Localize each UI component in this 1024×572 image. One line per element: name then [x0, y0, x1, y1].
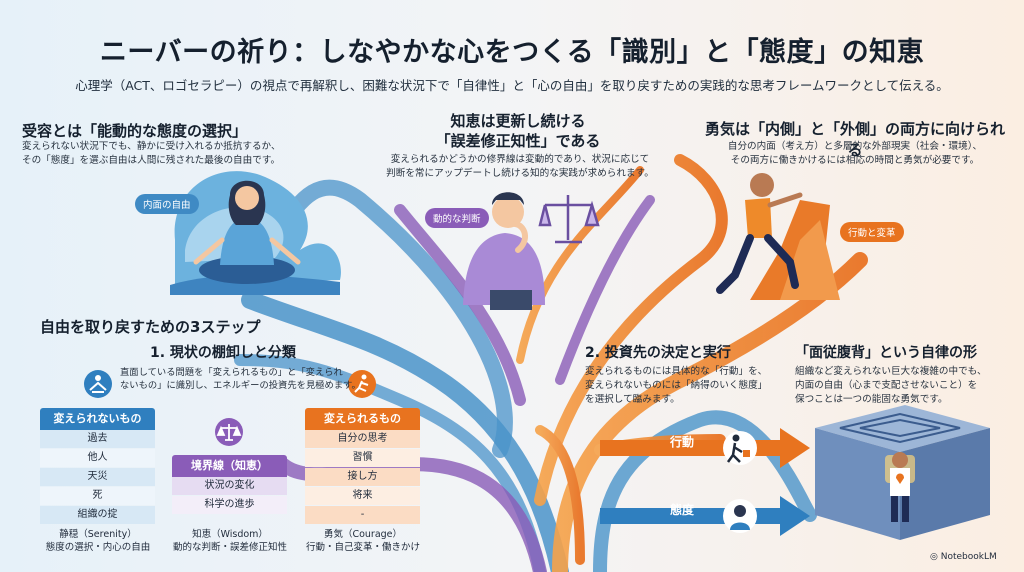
- wisdom-caption-line: 動的な判断・誤差修正知性: [172, 542, 287, 554]
- courage-caption: 勇気（Courage） 行動・自己変革・働きかけ: [293, 528, 433, 555]
- wisdom-caption: 知恵（Wisdom） 動的な判断・誤差修正知性: [160, 528, 300, 555]
- action-arrow: [600, 428, 810, 468]
- action-change-pill: 行動と変革: [840, 222, 904, 242]
- acceptance-body: 変えられない状況下でも、静かに受け入れるか抵抗するか、 その「態度」を選ぶ自由は…: [22, 140, 281, 168]
- serenity-caption: 静穏（Serenity） 態度の選択・内心の自由: [28, 528, 168, 555]
- serenity-caption-line: 静穏（Serenity）: [59, 529, 137, 540]
- step1-heading: 1. 現状の棚卸しと分類: [150, 345, 296, 361]
- step3-body-line: 組織など変えられない巨大な複雑の中でも、: [795, 366, 987, 377]
- step3-body-line: 保つことは一つの能固な勇気です。: [795, 393, 948, 405]
- scale-illustration: [538, 195, 600, 244]
- wisdom-body-line: 判断を常にアップデートし続ける知的な実践が求められます。: [386, 167, 654, 179]
- page-subtitle: 心理学（ACT、ロゴセラピー）の視点で再解釈し、困難な状況下で「自律性」と「心の…: [75, 78, 949, 93]
- brand-text: NotebookLM: [940, 552, 997, 562]
- courage-body: 自分の内面（考え方）と多層的な外部現実（社会・環境）、 その両方に働きかけるには…: [700, 140, 1010, 168]
- step2-body-line: 変えられるものには具体的な「行動」を、: [585, 366, 768, 377]
- wisdom-heading-line1: 知恵は更新し続ける: [450, 112, 586, 130]
- changeable-item: 将来: [305, 487, 420, 505]
- wisdom-body-line: 変えられるかどうかの修界線は変動的であり、状況に応じて: [390, 154, 650, 165]
- step2-body-line: 変えられないものには「納得のいく態度」: [585, 379, 768, 391]
- boundary-item: 状況の変化: [172, 477, 287, 495]
- unchangeable-item: 天災: [40, 468, 155, 486]
- boundary-header: 境界線（知恵）: [172, 455, 287, 477]
- step1-body: 直面している問題を「変えられるもの」と「変えられ ないもの」に識別し、エネルギー…: [120, 366, 361, 393]
- acceptance-body-line: 変えられない状況下でも、静かに受け入れるか抵抗するか、: [22, 141, 281, 152]
- maze-cube-illustration: [815, 405, 990, 540]
- attitude-arrow: [600, 496, 810, 536]
- changeable-item: 習慣: [305, 449, 420, 467]
- courage-body-line: 自分の内面（考え方）と多層的な外部現実（社会・環境）、: [727, 141, 983, 152]
- step1-body-line: ないもの」に識別し、エネルギーの投資先を見極めます。: [120, 380, 361, 392]
- praying-woman-icon: [723, 499, 757, 533]
- meditation-icon: [84, 370, 112, 398]
- step1-body-line: 直面している問題を「変えられるもの」と「変えられ: [120, 367, 343, 378]
- unchangeable-item: 組織の掟: [40, 506, 155, 524]
- climbing-man-illustration: [716, 173, 840, 300]
- notebooklm-logo-icon: ◎: [930, 552, 941, 562]
- thinking-man-illustration: [463, 192, 545, 310]
- changeable-header: 変えられるもの: [305, 408, 420, 430]
- unchangeable-item: 死: [40, 487, 155, 505]
- wisdom-heading-line2: 「誤差修正知性」である: [435, 132, 601, 150]
- serenity-caption-line: 態度の選択・内心の自由: [45, 542, 151, 554]
- changeable-item: 自分の思考: [305, 430, 420, 448]
- step2-body: 変えられるものには具体的な「行動」を、 変えられないものには「納得のいく態度」 …: [585, 365, 767, 407]
- step3-heading: 「面従腹背」という自律の形: [795, 345, 977, 361]
- scales-icon: [215, 418, 243, 446]
- step3-body: 組織など変えられない巨大な複雑の中でも、 内面の自由（心まで支配させないこと）を…: [795, 365, 987, 407]
- unchangeable-header: 変えられないもの: [40, 408, 155, 430]
- courage-heading: 勇気は「内側」と「外側」の両方に向けられる: [704, 120, 1005, 159]
- courage-caption-line: 行動・自己変革・働きかけ: [305, 542, 420, 554]
- acceptance-heading: 受容とは「能動的な態度の選択」: [22, 122, 248, 140]
- wisdom-caption-line: 知恵（Wisdom）: [192, 529, 268, 540]
- step2-body-line: を選択して臨みます。: [585, 393, 680, 405]
- wisdom-body: 変えられるかどうかの修界線は変動的であり、状況に応じて 判断を常にアップデートし…: [360, 153, 680, 181]
- courage-caption-line: 勇気（Courage）: [323, 529, 403, 540]
- changeable-item: -: [305, 506, 420, 524]
- dynamic-judgment-pill: 動的な判断: [425, 208, 489, 228]
- worker-icon: [723, 431, 757, 465]
- page-title: ニーバーの祈り：しなやかな心をつくる「識別」と「態度」の知恵: [99, 37, 925, 68]
- unchangeable-item: 他人: [40, 449, 155, 467]
- step2-heading: 2. 投資先の決定と実行: [585, 345, 731, 361]
- changeable-item: 接し方: [305, 468, 420, 486]
- boundary-item: 科学の進歩: [172, 496, 287, 514]
- steps-heading: 自由を取り戻すための3ステップ: [40, 318, 261, 336]
- acceptance-body-line: その「態度」を選ぶ自由は人間に残された最後の自由です。: [22, 154, 281, 166]
- runner-icon: [348, 370, 376, 398]
- attitude-label: 態度: [670, 503, 695, 517]
- step3-body-line: 内面の自由（心まで支配させないこと）を: [795, 379, 978, 391]
- inner-freedom-pill: 内面の自由: [135, 194, 199, 214]
- unchangeable-item: 過去: [40, 430, 155, 448]
- action-label: 行動: [670, 435, 695, 449]
- meditating-woman-illustration: [193, 180, 301, 284]
- brand-label: ◎ NotebookLM: [930, 552, 997, 562]
- courage-body-line: その両方に働きかけるには相応の時間と勇気が必要です。: [730, 154, 980, 166]
